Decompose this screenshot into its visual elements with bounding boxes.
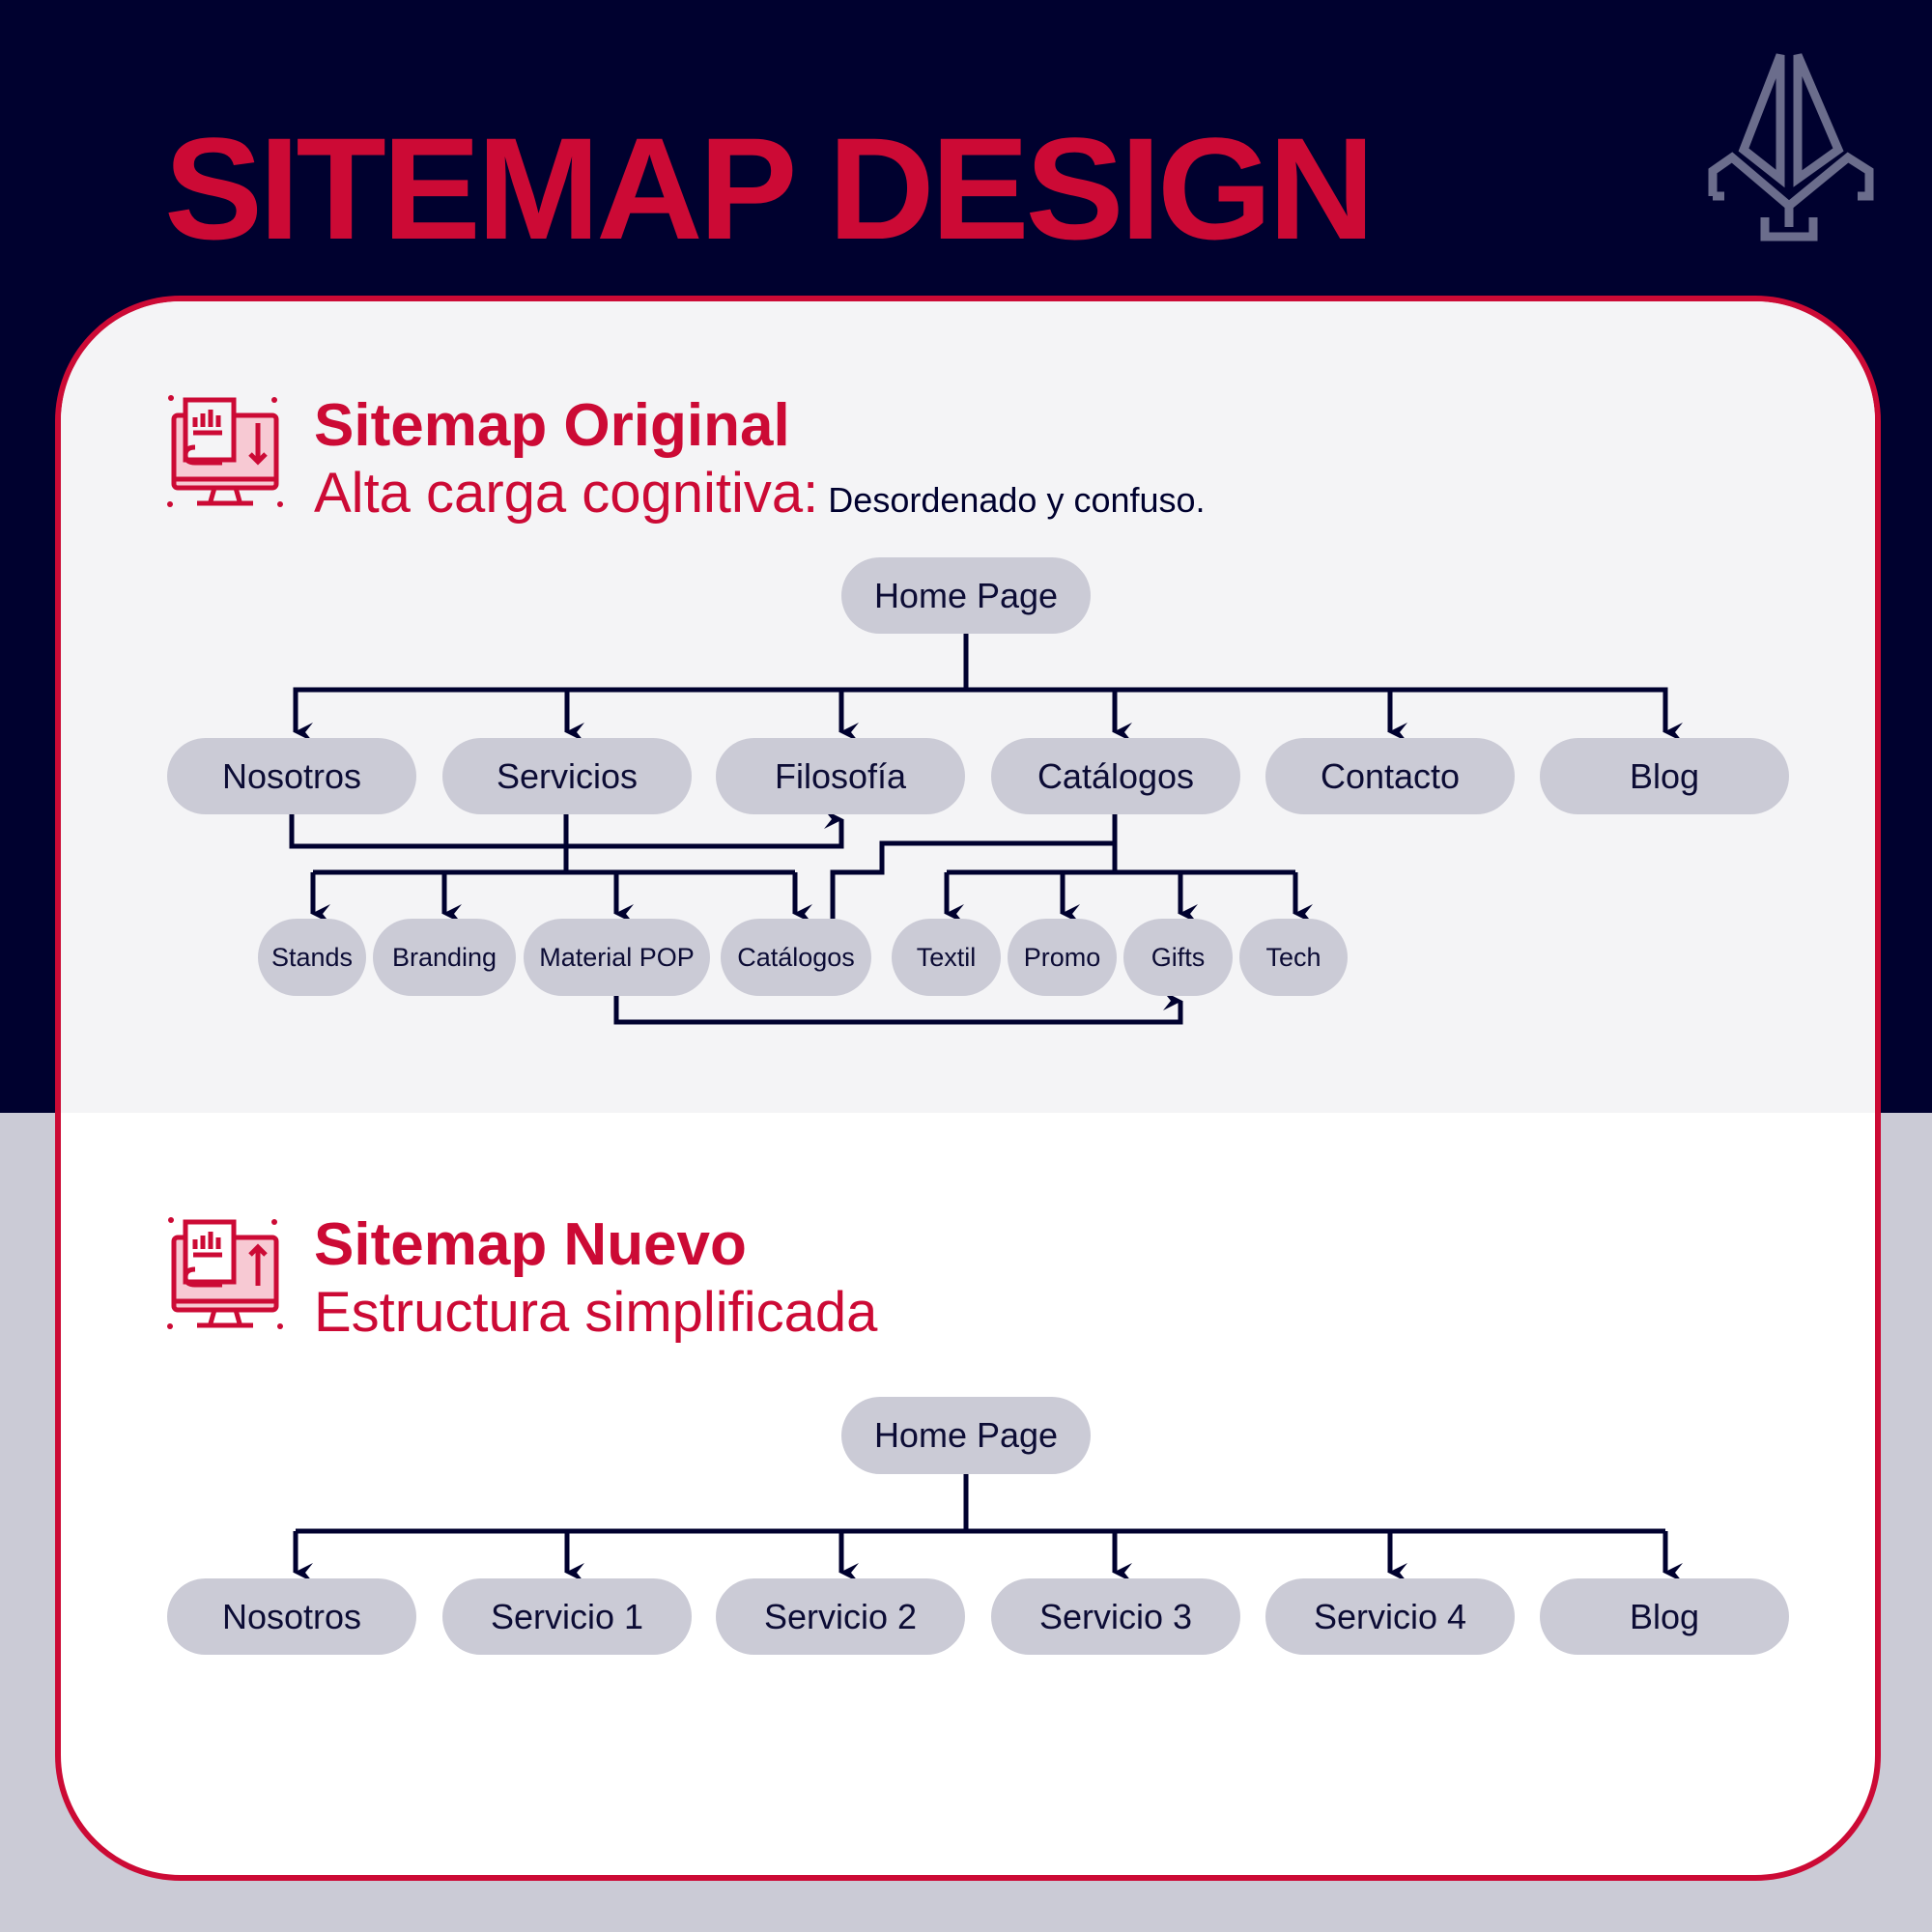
node-catalogos: Catálogos <box>991 738 1240 814</box>
node-nosotros-new: Nosotros <box>167 1578 416 1655</box>
node-stands: Stands <box>258 919 366 996</box>
node-textil: Textil <box>892 919 1001 996</box>
node-gifts: Gifts <box>1123 919 1233 996</box>
node-servicio-3: Servicio 3 <box>991 1578 1240 1655</box>
original-subtitle-text: Alta carga cognitiva: <box>314 462 819 525</box>
original-note: Desordenado y confuso. <box>828 480 1206 520</box>
node-home-page-new: Home Page <box>841 1397 1091 1474</box>
node-blog: Blog <box>1540 738 1789 814</box>
monitor-document-icon <box>167 395 283 507</box>
node-servicios: Servicios <box>442 738 692 814</box>
node-contacto: Contacto <box>1265 738 1515 814</box>
node-servicio-4: Servicio 4 <box>1265 1578 1515 1655</box>
nuevo-heading: Sitemap Nuevo <box>314 1211 747 1278</box>
nuevo-subtitle: Estructura simplificada <box>314 1281 878 1344</box>
node-branding: Branding <box>373 919 516 996</box>
node-promo: Promo <box>1008 919 1117 996</box>
node-tech: Tech <box>1239 919 1348 996</box>
node-servicio-2: Servicio 2 <box>716 1578 965 1655</box>
monitor-document-icon <box>167 1217 283 1329</box>
node-nosotros: Nosotros <box>167 738 416 814</box>
brand-logo-icon <box>1708 53 1874 242</box>
page-title: SITEMAP DESIGN <box>164 107 1375 270</box>
node-material-pop: Material POP <box>524 919 710 996</box>
node-home-page: Home Page <box>841 557 1091 634</box>
node-filosofia: Filosofía <box>716 738 965 814</box>
node-servicio-1: Servicio 1 <box>442 1578 692 1655</box>
node-catalogos-sub: Catálogos <box>721 919 871 996</box>
original-subtitle: Alta carga cognitiva:Desordenado y confu… <box>314 466 1206 522</box>
original-heading: Sitemap Original <box>314 392 790 459</box>
node-blog-new: Blog <box>1540 1578 1789 1655</box>
